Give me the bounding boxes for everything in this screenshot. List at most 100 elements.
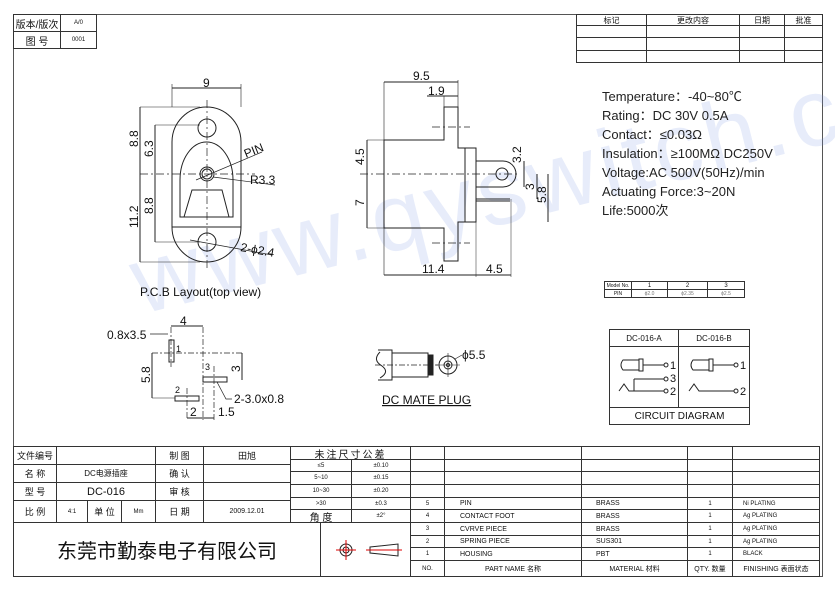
spec-insulation: Insulation：≥100MΩ DC250V [602,146,773,161]
dim-gap: 3 [523,183,537,190]
part-finishing: BLACK [732,547,820,561]
drawn-value: 田旭 [203,446,291,465]
model-row-label: PIN [604,289,632,298]
parts-header: QTY. 数量 [687,560,733,577]
circuit-b-pin: 2 [740,386,746,398]
part-material: PBT [581,547,688,561]
spec-life: Life:5000次 [602,203,669,218]
dim-bottom-inner: 8.8 [142,197,156,214]
part-finishing: Ag PLATING [732,522,820,536]
pin-number: 3 [205,362,210,372]
spec-voltage: Voltage:AC 500V(50Hz)/min [602,165,765,180]
part-material: BRASS [581,509,688,523]
side-view [360,80,549,277]
part-finishing: Ag PLATING [732,509,820,523]
dim-tab: 3.2 [510,146,524,163]
dim-body-len: 11.4 [422,262,445,276]
pcb-layout-view [139,84,276,270]
model-value: ϕ2.35 [667,289,708,298]
dim-pin-offset: 5.8 [535,186,549,203]
tolerance-range: 10~30 [290,484,352,498]
model-value: ϕ2.0 [631,289,668,298]
tolerance-value: ±0.20 [351,484,411,498]
tolerance-value: ±0.15 [351,471,411,485]
parts-empty-cell [732,484,820,498]
confirm-value [203,464,291,483]
circuit-a-pin: 1 [670,360,676,372]
tolerance-value: ±2° [351,509,411,523]
third-angle-projection-icon [335,539,402,560]
circuit-model-a: DC-016-A [609,329,679,347]
part-no: 3 [410,522,445,536]
tolerance-range: 5~10 [290,471,352,485]
part-name: CVRVE PIECE [444,522,582,536]
circuit-a-pin: 2 [670,386,676,398]
date-label: 日 期 [155,500,204,523]
holes-label: 2-ϕ2.4 [239,240,275,260]
dim-width: 9 [203,76,210,90]
part-qty: 1 [687,522,733,536]
dim-pin-left: 5.8 [139,366,153,383]
pin-number: 2 [175,385,180,395]
unit-label: 单 位 [87,500,122,523]
scale-label: 比 例 [13,500,57,523]
spec-temperature: Temperature：-40~80℃ [602,89,742,104]
parts-empty-cell [581,484,688,498]
change-cell [784,50,823,63]
dim-pin-right: 3 [229,365,243,372]
dim-pin-len: 4.5 [486,262,503,276]
parts-header: PART NAME 名称 [444,560,582,577]
file-no-label: 文件编号 [13,446,57,465]
part-name: HOUSING [444,547,582,561]
date-value: 2009.12.01 [203,500,291,523]
part-no: 4 [410,509,445,523]
dim-bottom-outer: 11.2 [127,205,141,228]
name-value: DC电源插座 [56,464,156,483]
parts-header: FINISHING 表面状态 [732,560,820,577]
circuit-a-pin: 3 [670,373,676,385]
parts-header: NO. [410,560,445,577]
part-no: 1 [410,547,445,561]
dim-bottom-b: 1.5 [218,405,235,419]
circuit-model-b: DC-016-B [678,329,750,347]
parts-empty-cell [444,484,582,498]
mate-plug-title: DC MATE PLUG [382,393,471,407]
dim-top-inner: 6.3 [142,140,156,157]
review-value [203,482,291,501]
company-name: 东莞市勤泰电子有限公司 [13,522,321,577]
tolerance-title: 未注尺寸公差 [290,446,411,460]
dim-top-total: 9.5 [413,69,430,83]
model-value: ϕ2.5 [707,289,745,298]
tolerance-range: 角 度 [290,509,352,523]
parts-empty-cell [581,446,688,460]
spec-contact: Contact：≤0.03Ω [602,127,702,142]
model-value: DC-016 [56,482,156,501]
scale-value: 4:1 [56,500,88,523]
dim-slots: 2-3.0x0.8 [234,392,284,406]
spec-actuating-force: Actuating Force:3~20N [602,184,736,199]
dim-upper: 4.5 [353,148,367,165]
part-material: BRASS [581,522,688,536]
unit-value: Mm [121,500,156,523]
plug-diameter: ϕ5.5 [462,348,486,362]
pin-layout-view [150,325,243,420]
dim-bottom-a: 2 [190,405,197,419]
circuit-symbols: 1 3 2 1 2 [618,358,746,398]
projection-symbol-cell [320,522,411,577]
dim-flange: 1.9 [428,84,445,98]
parts-empty-cell [732,446,820,460]
review-label: 审 核 [155,482,204,501]
parts-empty-cell [732,471,820,485]
parts-empty-cell [581,471,688,485]
pcb-layout-title: P.C.B Layout(top view) [140,285,261,299]
part-qty: 1 [687,509,733,523]
parts-empty-cell [687,471,733,485]
confirm-label: 确 认 [155,464,204,483]
dim-pin-top: 4 [180,314,187,328]
part-name: CONTACT FOOT [444,509,582,523]
parts-header: MATERIAL 材料 [581,560,688,577]
drawn-label: 制 图 [155,446,204,465]
model-label: 型 号 [13,482,57,501]
file-no-value [56,446,156,465]
